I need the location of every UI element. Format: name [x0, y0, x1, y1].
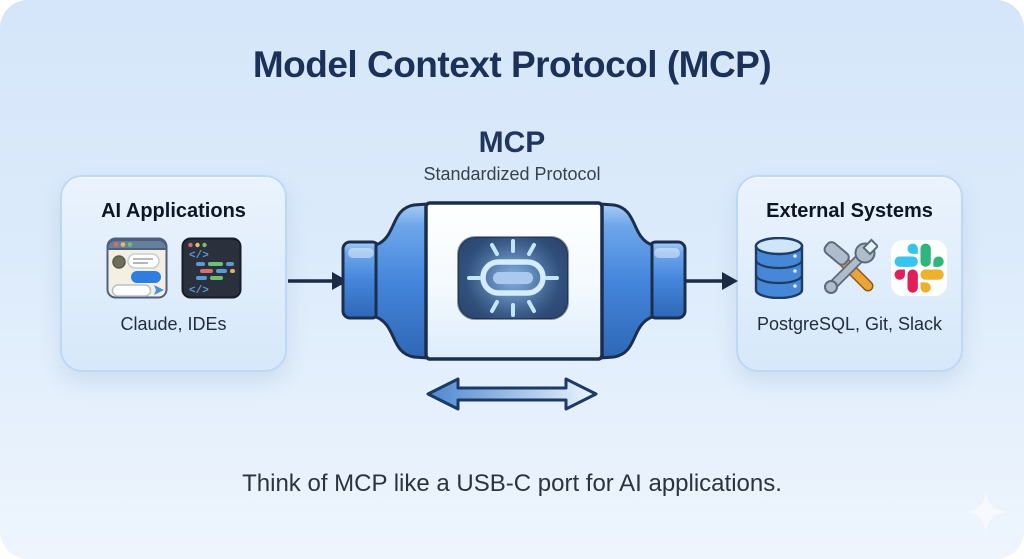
database-icon — [754, 237, 803, 299]
ai-applications-panel: AI Applications — [60, 175, 287, 372]
mcp-label: MCP — [478, 126, 546, 159]
footer-caption: Think of MCP like a USB-C port for AI ap… — [242, 470, 782, 497]
page-title: Model Context Protocol (MCP) — [252, 44, 772, 85]
external-systems-panel: External Systems — [736, 175, 963, 372]
sparkle-icon — [966, 492, 1006, 532]
tools-icon — [823, 238, 878, 294]
slack-icon — [890, 240, 947, 296]
code-glyph-top: </> — [189, 250, 209, 262]
chat-avatar — [111, 255, 126, 269]
glow-rays — [467, 239, 559, 317]
external-systems-icons — [753, 235, 947, 301]
arrow-left-to-connector-icon — [288, 272, 348, 290]
code-glyph-bottom: </> — [189, 285, 209, 297]
external-systems-heading: External Systems — [766, 200, 933, 222]
send-icon — [153, 285, 164, 295]
usb-c-connector-icon — [341, 201, 687, 361]
ai-applications-icons: </> </> — [106, 235, 242, 301]
usb-port-pill — [480, 259, 546, 296]
ai-applications-heading: AI Applications — [101, 200, 246, 222]
hammer-head — [823, 241, 850, 266]
bidirectional-arrow-icon — [426, 377, 598, 411]
ai-applications-caption: Claude, IDEs — [120, 314, 227, 334]
code-editor-icon: </> </> — [181, 237, 241, 299]
chat-bubble — [130, 271, 161, 283]
wrench — [823, 238, 878, 294]
chat-app-icon — [106, 237, 167, 299]
external-systems-caption: PostgreSQL, Git, Slack — [756, 314, 943, 334]
mcp-subtitle: Standardized Protocol — [423, 164, 601, 184]
